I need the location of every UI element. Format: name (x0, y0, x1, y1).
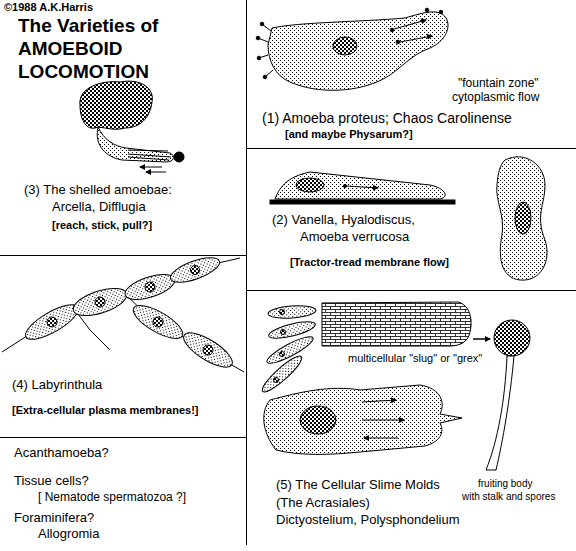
shelled-amoeba (80, 81, 184, 172)
vanella-cell-part (515, 202, 531, 234)
shelled-amoeba-part (140, 167, 162, 168)
shelled-amoeba-part (128, 154, 171, 157)
shelled-amoeba-part (174, 152, 184, 162)
labyrinthula-network-part (75, 310, 110, 350)
amoeba-proteus (256, 8, 448, 90)
slime-mold-slug-part (494, 320, 530, 356)
panel-caption: (4) Labyrinthula (12, 378, 102, 393)
amoeba-proteus-part (257, 56, 261, 60)
slime-mold-cell (264, 385, 462, 454)
callout-text: "fountain zone" (458, 77, 539, 91)
panel-caption: Amoeba verrucosa (300, 230, 409, 245)
list-item: Allogromia (38, 527, 99, 542)
vanella-cell-part (497, 157, 547, 280)
callout-text: fruiting body (478, 478, 532, 490)
amoeba-proteus-part (263, 75, 267, 79)
callout-text: cytoplasmic flow (452, 91, 539, 105)
panel-divider-part (246, 148, 576, 149)
labyrinthula-network-part (179, 327, 237, 374)
panel-caption: (2) Vanella, Hyalodiscus, (272, 213, 415, 228)
slime-mold-slug-part (268, 304, 317, 319)
slime-mold-slug-part (322, 302, 471, 346)
slime-mold-slug-part (280, 352, 285, 357)
amoeba-proteus-part (396, 40, 400, 44)
list-item: Tissue cells? (14, 474, 89, 489)
amoeba-proteus-part (439, 10, 443, 14)
amoeba-proteus-part (425, 8, 429, 12)
diagram-title: The Varieties of AMOEBOID LOCOMOTION (18, 14, 218, 83)
vanella-cell (270, 157, 547, 280)
list-item: Foraminifera? (14, 511, 94, 526)
slime-mold-cell-part (264, 385, 462, 454)
shelled-amoeba-part (80, 81, 153, 129)
shelled-amoeba-part (128, 157, 169, 160)
slime-mold-slug-part (280, 310, 285, 315)
amoeba-proteus-part (333, 37, 357, 55)
labyrinthula-network (2, 253, 244, 374)
panel-note: [and maybe Physarum?] (285, 128, 413, 141)
panel-note: [Extra-cellular plasma membranes!] (12, 404, 198, 417)
shelled-amoeba-part (146, 172, 166, 173)
panel-caption: (5) The Cellular Slime Molds (276, 478, 440, 493)
panel-caption: Dictyostelium, Polysphondelium (276, 513, 460, 528)
amoeba-proteus-part (268, 12, 448, 90)
vanella-cell-part (347, 186, 378, 188)
panel-caption: (The Acrasiales) (276, 496, 370, 511)
slime-mold-slug-part (473, 338, 490, 340)
amoeba-proteus-part (394, 20, 426, 29)
labyrinthula-network-part (129, 299, 187, 344)
labyrinthula-network-part (122, 269, 178, 304)
slime-mold-slug-part (274, 378, 279, 383)
callout-text: with stalk and spores (462, 491, 555, 503)
amoeba-proteus-part (400, 36, 432, 42)
labyrinthula-network-part (203, 345, 213, 355)
labyrinthula-network-part (21, 298, 83, 345)
panel-caption: (1) Amoeba proteus; Chaos Carolinense (262, 110, 512, 126)
labyrinthula-network-part (145, 282, 155, 292)
panel-divider-part (246, 0, 247, 545)
labyrinthula-network-part (191, 266, 200, 275)
labyrinthula-network-part (47, 317, 57, 327)
slime-mold-cell-part (362, 400, 396, 402)
slime-mold-slug (259, 302, 530, 470)
copyright-note: ©1988 A.K.Harris (4, 1, 93, 14)
labyrinthula-network-part (70, 283, 130, 321)
panel-divider-part (0, 255, 246, 256)
labyrinthula-network-part (167, 253, 222, 288)
amoeba-proteus-part (256, 36, 260, 40)
panel-divider-part (246, 290, 576, 291)
amoeba-proteus-part (390, 28, 394, 32)
slime-mold-cell-part (362, 420, 404, 421)
slime-mold-slug-part (281, 330, 286, 335)
list-item: Acanthamoeba? (14, 446, 109, 461)
slime-mold-cell-part (300, 406, 336, 434)
vanella-cell-part (270, 200, 455, 204)
panel-caption: (3) The shelled amoebae: (24, 183, 172, 198)
amoeba-proteus-part (260, 22, 264, 26)
callout-text: multicellular "slug" or "grex" (348, 352, 482, 365)
panel-divider-part (0, 437, 246, 438)
shelled-amoeba-part (97, 127, 173, 162)
list-item: [ Nematode spermatozoa ?] (38, 491, 186, 505)
labyrinthula-network-part (153, 317, 163, 327)
vanella-cell-part (275, 172, 445, 199)
labyrinthula-network-part (95, 297, 105, 307)
panel-caption: Arcella, Difflugia (52, 200, 146, 215)
panel-note: [reach, stick, pull?] (52, 219, 152, 232)
vanella-cell-part (343, 184, 346, 187)
slime-mold-slug-part (259, 352, 306, 396)
vanella-cell-part (296, 178, 324, 192)
slime-mold-cell-part (364, 438, 398, 439)
shelled-amoeba-part (128, 150, 168, 151)
panel-note: [Tractor-tread membrane flow] (290, 256, 449, 269)
slime-mold-slug-part (486, 356, 514, 470)
